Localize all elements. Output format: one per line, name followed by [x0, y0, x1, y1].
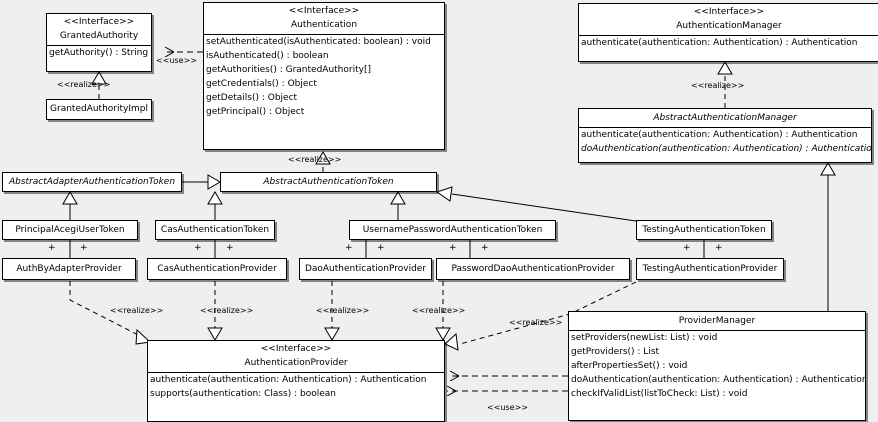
stereotype-label: <<Interface>>: [693, 7, 765, 17]
edge-label-realize-testingauthenticationprovider: <<realize>>: [509, 318, 563, 327]
class-box-auth-by-adapter-provider[interactable]: AuthByAdapterProvider: [2, 258, 136, 280]
class-box-testing-authentication-provider[interactable]: TestingAuthenticationProvider: [636, 258, 784, 280]
class-header-authentication-manager: <<Interface>> AuthenticationManager: [579, 4, 878, 35]
operation-item: isAuthenticated() : boolean: [206, 51, 329, 61]
class-name-label: UsernamePasswordAuthenticationToken: [362, 224, 543, 235]
operation-item: checkIfValidList(listToCheck: List) : vo…: [571, 389, 748, 399]
class-name-label: GrantedAuthorityImpl: [50, 104, 148, 114]
edge-label-use-authentication-grantedauthority: <<use>>: [156, 56, 197, 65]
operation-item-abstract: doAuthentication(authentication: Authent…: [581, 144, 872, 154]
class-box-dao-authentication-provider[interactable]: DaoAuthenticationProvider: [299, 258, 432, 280]
class-operations-provider-manager: setProviders(newList: List) : void getPr…: [569, 330, 865, 401]
operation-item: getDetails() : Object: [206, 93, 298, 103]
class-name-label: CasAuthenticationProvider: [157, 263, 277, 274]
class-box-username-password-authentication-token[interactable]: UsernamePasswordAuthenticationToken: [349, 220, 556, 240]
class-box-authentication-manager[interactable]: <<Interface>> AuthenticationManager auth…: [578, 3, 878, 62]
class-name-label: ProviderManager: [678, 316, 756, 326]
class-box-principal-acegi-user-token[interactable]: PrincipalAcegiUserToken: [2, 220, 138, 240]
operation-item: getCredentials() : Object: [206, 79, 317, 89]
edge-label-realize-casauthenticationprovider: <<realize>>: [200, 306, 254, 315]
class-box-authentication-provider[interactable]: <<Interface>> AuthenticationProvider aut…: [147, 340, 445, 422]
stereotype-label: <<Interface>>: [63, 17, 135, 27]
class-name-label: DaoAuthenticationProvider: [304, 263, 427, 274]
class-name-label: TestingAuthenticationProvider: [642, 263, 778, 274]
multiplicity-marker: +: [226, 243, 234, 253]
class-box-abstract-adapter-authentication-token[interactable]: AbstractAdapterAuthenticationToken: [2, 172, 182, 192]
multiplicity-marker: +: [683, 243, 691, 253]
edge-casauthenticationtoken-extends-abstracttoken: [207, 191, 223, 220]
class-box-authentication[interactable]: <<Interface>> Authentication setAuthenti…: [203, 2, 445, 150]
class-header-authentication: <<Interface>> Authentication: [204, 3, 444, 34]
edge-label-realize-authbyadapterprovider: <<realize>>: [110, 306, 164, 315]
class-name-label: AbstractAuthenticationManager: [653, 113, 797, 123]
edge-providermanager-extends-abstractauthenticationmanager: [820, 162, 836, 311]
multiplicity-marker: +: [715, 243, 723, 253]
class-box-testing-authentication-token[interactable]: TestingAuthenticationToken: [636, 220, 772, 240]
operation-item: authenticate(authentication: Authenticat…: [150, 375, 427, 385]
edge-label-realize-grantedauthorityimpl: <<realize>>: [57, 80, 111, 89]
edge-abstractadaptertoken-extends-abstracttoken: [182, 174, 221, 190]
class-box-granted-authority[interactable]: <<Interface>> GrantedAuthority getAuthor…: [46, 13, 152, 72]
class-operations-abstract-authentication-manager: authenticate(authentication: Authenticat…: [579, 127, 871, 156]
class-box-password-dao-authentication-provider[interactable]: PasswordDaoAuthenticationProvider: [436, 258, 630, 280]
class-header-abstract-authentication-manager: AbstractAuthenticationManager: [579, 109, 871, 127]
edge-label-realize-abstractauthenticationtoken: <<realize>>: [288, 155, 342, 164]
class-name-label: AbstractAuthenticationToken: [263, 176, 394, 187]
class-name-label: AuthByAdapterProvider: [16, 263, 122, 274]
class-header-authentication-provider: <<Interface>> AuthenticationProvider: [148, 341, 444, 372]
class-name-label: TestingAuthenticationToken: [642, 224, 766, 235]
edge-label-realize-abstractauthenticationmanager: <<realize>>: [691, 81, 745, 90]
class-operations-authentication-manager: authenticate(authentication: Authenticat…: [579, 35, 878, 50]
operation-item: setProviders(newList: List) : void: [571, 333, 718, 343]
class-header-granted-authority: <<Interface>> GrantedAuthority: [47, 14, 151, 45]
class-box-abstract-authentication-token[interactable]: AbstractAuthenticationToken: [220, 172, 437, 192]
stereotype-label: <<Interface>>: [288, 6, 360, 16]
class-operations-granted-authority: getAuthority() : String: [47, 45, 151, 60]
edge-usernamepasswordtoken-extends-abstracttoken: [390, 191, 406, 220]
operation-item: getAuthority() : String: [49, 48, 149, 58]
class-box-cas-authentication-token[interactable]: CasAuthenticationToken: [155, 220, 275, 240]
class-box-granted-authority-impl[interactable]: GrantedAuthorityImpl: [46, 99, 152, 120]
edge-label-use-providermanager: <<use>>: [487, 403, 528, 412]
class-name-label: PasswordDaoAuthenticationProvider: [451, 263, 615, 274]
class-operations-authentication-provider: authenticate(authentication: Authenticat…: [148, 372, 444, 401]
class-name-label: PrincipalAcegiUserToken: [15, 224, 125, 235]
edge-label-realize-passworddaoauthenticationprovider: <<realize>>: [412, 306, 466, 315]
operation-item: getAuthorities() : GrantedAuthority[]: [206, 65, 371, 75]
operation-item: supports(authentication: Class) : boolea…: [150, 389, 336, 399]
multiplicity-marker: +: [345, 243, 353, 253]
class-box-provider-manager[interactable]: ProviderManager setProviders(newList: Li…: [568, 311, 866, 421]
multiplicity-marker: +: [449, 243, 457, 253]
class-header-provider-manager: ProviderManager: [569, 312, 865, 330]
operation-item: authenticate(authentication: Authenticat…: [581, 130, 858, 140]
class-name-label: CasAuthenticationToken: [160, 224, 270, 235]
multiplicity-marker: +: [80, 243, 88, 253]
edge-principalacegiusertoken-extends-abstractadaptertoken: [62, 191, 78, 220]
operation-item: getPrincipal() : Object: [206, 107, 305, 117]
class-name-label: AbstractAdapterAuthenticationToken: [8, 176, 176, 187]
multiplicity-marker: +: [481, 243, 489, 253]
class-name-label: AuthenticationManager: [676, 21, 782, 31]
class-operations-authentication: setAuthenticated(isAuthenticated: boolea…: [204, 34, 444, 119]
operation-item: doAuthentication(authentication: Authent…: [571, 375, 866, 385]
operation-item: afterPropertiesSet() : void: [571, 361, 688, 371]
operation-item: getProviders() : List: [571, 347, 660, 357]
stereotype-label: <<Interface>>: [260, 344, 332, 354]
operation-item: setAuthenticated(isAuthenticated: boolea…: [206, 37, 431, 47]
class-name-label: AuthenticationProvider: [244, 358, 348, 368]
class-box-abstract-authentication-manager[interactable]: AbstractAuthenticationManager authentica…: [578, 108, 872, 163]
multiplicity-marker: +: [194, 243, 202, 253]
operation-item: authenticate(authentication: Authenticat…: [581, 38, 858, 48]
class-name-label: GrantedAuthority: [59, 31, 139, 41]
class-name-label: Authentication: [290, 20, 358, 30]
edge-testingauthenticationtoken-extends-abstracttoken: [435, 186, 637, 222]
edge-label-realize-daoauthenticationprovider: <<realize>>: [316, 306, 370, 315]
multiplicity-marker: +: [377, 243, 385, 253]
class-box-cas-authentication-provider[interactable]: CasAuthenticationProvider: [147, 258, 287, 280]
multiplicity-marker: +: [48, 243, 56, 253]
